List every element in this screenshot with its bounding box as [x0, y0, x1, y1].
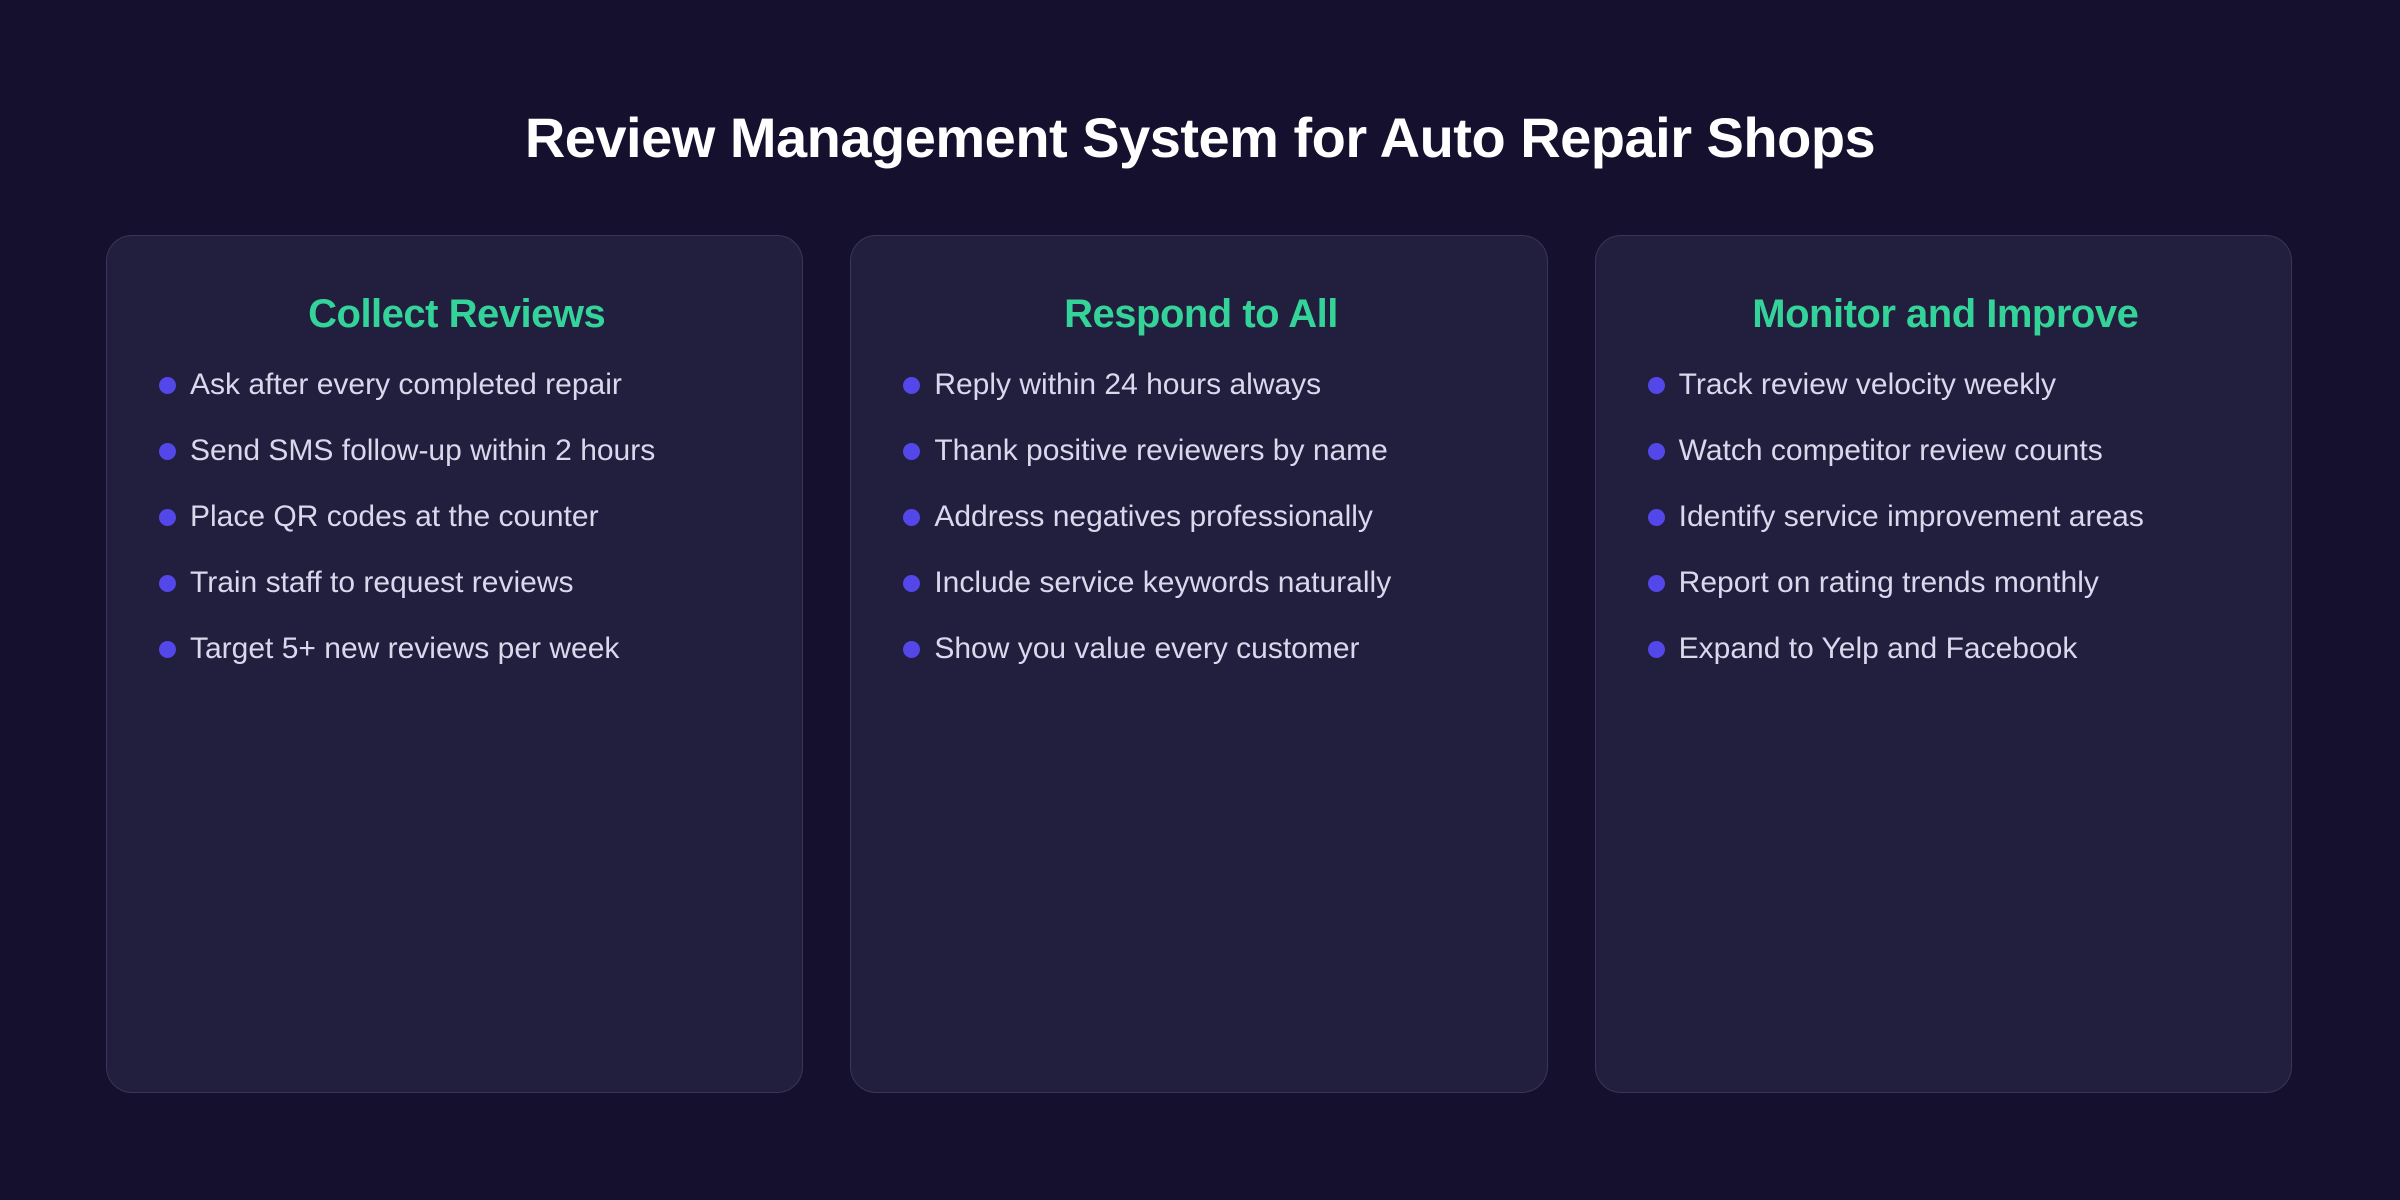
- bullet-icon: [159, 376, 176, 394]
- list-item: Show you value every customer: [903, 631, 1498, 667]
- card-list: Ask after every completed repair Send SM…: [159, 367, 754, 667]
- bullet-icon: [903, 574, 921, 592]
- bullet-icon: [1647, 640, 1665, 658]
- card-collect-reviews: Collect Reviews Ask after every complete…: [106, 235, 804, 1093]
- list-item: Address negatives professionally: [903, 499, 1498, 535]
- bullet-icon: [1647, 442, 1665, 460]
- card-list: Reply within 24 hours always Thank posit…: [903, 367, 1498, 667]
- bullet-icon: [159, 640, 176, 658]
- card-respond-to-all: Respond to All Reply within 24 hours alw…: [850, 235, 1548, 1093]
- card-title: Respond to All: [1064, 292, 1338, 336]
- list-item-text: Expand to Yelp and Facebook: [1678, 632, 2078, 665]
- cards-row: Collect Reviews Ask after every complete…: [106, 235, 2292, 1093]
- list-item: Identify service improvement areas: [1647, 499, 2243, 535]
- list-item-text: Identify service improvement areas: [1678, 500, 2144, 533]
- card-list: Track review velocity weekly Watch compe…: [1647, 367, 2243, 667]
- list-item-text: Include service keywords naturally: [934, 566, 1392, 599]
- list-item: Target 5+ new reviews per week: [159, 631, 754, 667]
- list-item-text: Target 5+ new reviews per week: [190, 632, 620, 665]
- list-item: Reply within 24 hours always: [903, 367, 1498, 403]
- list-item-text: Report on rating trends monthly: [1678, 566, 2099, 599]
- list-item-text: Thank positive reviewers by name: [934, 434, 1388, 467]
- bullet-icon: [1647, 376, 1665, 394]
- list-item-text: Ask after every completed repair: [190, 368, 622, 401]
- list-item: Watch competitor review counts: [1647, 433, 2243, 469]
- bullet-icon: [903, 508, 921, 526]
- list-item: Report on rating trends monthly: [1647, 565, 2243, 601]
- list-item-text: Track review velocity weekly: [1678, 368, 2056, 401]
- list-item-text: Address negatives professionally: [934, 500, 1373, 533]
- card-monitor-and-improve: Monitor and Improve Track review velocit…: [1594, 235, 2292, 1093]
- list-item: Include service keywords naturally: [903, 565, 1498, 601]
- list-item-text: Watch competitor review counts: [1678, 434, 2103, 467]
- list-item-text: Train staff to request reviews: [190, 566, 574, 599]
- bullet-icon: [903, 442, 921, 460]
- list-item-text: Show you value every customer: [934, 632, 1360, 665]
- page-title: Review Management System for Auto Repair…: [524, 106, 1876, 169]
- bullet-icon: [903, 376, 921, 394]
- list-item: Expand to Yelp and Facebook: [1647, 631, 2243, 667]
- bullet-icon: [159, 442, 176, 460]
- list-item: Thank positive reviewers by name: [903, 433, 1498, 469]
- list-item: Place QR codes at the counter: [159, 499, 754, 535]
- bullet-icon: [1647, 574, 1665, 592]
- bullet-icon: [159, 508, 176, 526]
- list-item-text: Reply within 24 hours always: [934, 368, 1322, 401]
- card-title: Collect Reviews: [308, 292, 606, 336]
- bullet-icon: [159, 574, 176, 592]
- list-item-text: Place QR codes at the counter: [190, 500, 599, 533]
- list-item: Track review velocity weekly: [1647, 367, 2243, 403]
- list-item: Train staff to request reviews: [159, 565, 754, 601]
- bullet-icon: [903, 640, 921, 658]
- list-item-text: Send SMS follow-up within 2 hours: [190, 434, 656, 467]
- list-item: Ask after every completed repair: [159, 367, 754, 403]
- card-title: Monitor and Improve: [1752, 292, 2139, 336]
- bullet-icon: [1647, 508, 1665, 526]
- list-item: Send SMS follow-up within 2 hours: [159, 433, 754, 469]
